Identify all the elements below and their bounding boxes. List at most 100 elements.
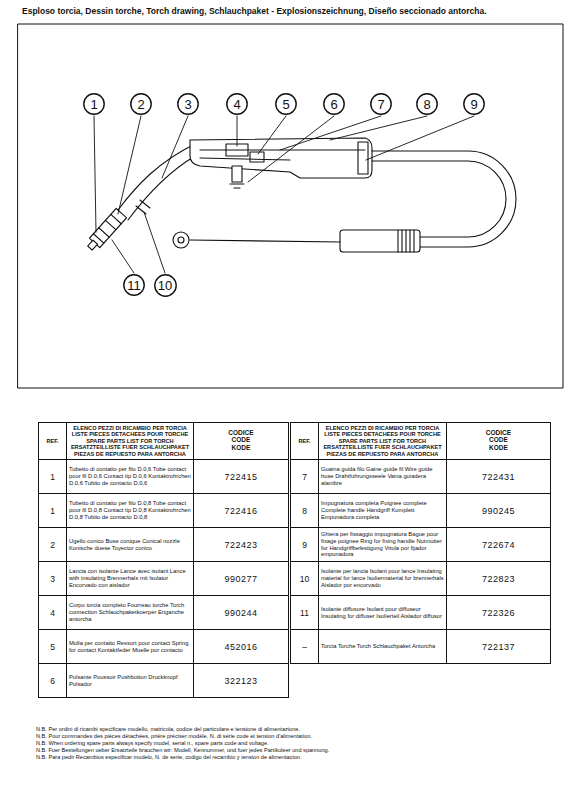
part-code: 990277 <box>196 574 286 584</box>
code-header: CODICE CODE KODE <box>482 429 516 452</box>
table-cell: – <box>291 630 319 664</box>
list-header: ELENCO PEZZI DI RICAMBIO PER TORCIA LIST… <box>69 425 191 457</box>
callout-number: 8 <box>423 98 430 111</box>
table-cell: 10 <box>291 562 319 596</box>
callout-number: 11 <box>127 279 141 292</box>
torch-neck <box>118 144 195 210</box>
pushbutton <box>232 166 242 182</box>
ref-number: 5 <box>41 642 64 652</box>
table-row: 8Impugnatura completa Poignee complete C… <box>291 494 551 528</box>
code-header: CODICE CODE KODE <box>224 429 258 452</box>
part-description: Lancia con isolante Lance avec isolant L… <box>69 568 191 588</box>
leader-lines <box>94 116 474 273</box>
order-note: N.B. When ordering spare parts always sp… <box>36 740 556 747</box>
parts-table: REF. ELENCO PEZZI DI RICAMBIO PER TORCIA … <box>290 422 551 664</box>
table-row: 7Guaina guida filo Gaine guide fil Wire … <box>291 460 551 494</box>
part-code: 722423 <box>196 540 286 550</box>
part-description: Isolante per lancia Isolant pour lance I… <box>321 568 444 588</box>
part-code: 990245 <box>449 506 548 516</box>
table-cell: 5 <box>39 630 67 664</box>
callout-circle: 5 <box>275 93 297 115</box>
part-code: 322123 <box>196 676 286 686</box>
order-note: N.B. Per ordini di ricambi specificare m… <box>36 726 556 733</box>
table-cell: ELENCO PEZZI DI RICAMBIO PER TORCIA LIST… <box>319 423 447 460</box>
table-row: 1Tubetto di contatto per filo D.0,8 Tube… <box>39 494 289 528</box>
torch-handle <box>190 138 372 178</box>
ref-number: 7 <box>293 472 316 482</box>
table-cell: Tubetto di contatto per filo D.0,8 Tube … <box>67 494 194 528</box>
table-cell: CODICE CODE KODE <box>447 423 551 460</box>
table-cell: 452016 <box>194 630 289 664</box>
callout-circle: 6 <box>323 93 345 115</box>
table-cell: 7 <box>291 460 319 494</box>
table-cell: 11 <box>291 596 319 630</box>
callout-circle: 11 <box>123 274 145 296</box>
part-description: Corpo torcia completo Fourreau torche To… <box>69 602 191 622</box>
table-row: –Torcia Torche Torch Schlauchpaket Antor… <box>291 630 551 664</box>
table-cell: Impugnatura completa Poignee complete Co… <box>319 494 447 528</box>
table-cell: ELENCO PEZZI DI RICAMBIO PER TORCIA LIST… <box>67 423 194 460</box>
part-description: Ghiera per fissaggio impugnatura Bague p… <box>321 531 444 558</box>
ref-number: 9 <box>293 540 316 550</box>
lance-insulator <box>136 200 150 214</box>
part-code: 722416 <box>196 506 286 516</box>
table-cell: Ugello conico Buse conique Conical nozzl… <box>67 528 194 562</box>
table-cell: 322123 <box>194 664 289 698</box>
order-note: N.B. Pour commandes des pièces détachées… <box>36 733 556 740</box>
callout-number: 1 <box>90 98 97 111</box>
table-cell: Tubetto di contatto per filo D.0,6 Tube … <box>67 460 194 494</box>
ref-number: 6 <box>41 676 64 686</box>
table-cell: 722823 <box>447 562 551 596</box>
table-cell: Torcia Torche Torch Schlauchpaket Antorc… <box>319 630 447 664</box>
callout-number: 3 <box>184 98 191 111</box>
cable-connector <box>340 230 420 252</box>
table-cell: 3 <box>39 562 67 596</box>
parts-table: REF.ELENCO PEZZI DI RICAMBIO PER TORCIA … <box>38 422 289 698</box>
part-code: 722137 <box>449 642 548 652</box>
table-cell: CODICE CODE KODE <box>194 423 289 460</box>
callout-number: 4 <box>233 98 240 111</box>
part-description: Isolante diffusore Isolant pour diffuseu… <box>321 606 444 620</box>
callout-number: 2 <box>137 98 144 111</box>
callout-circle: 2 <box>130 93 152 115</box>
callout-circle: 8 <box>416 93 438 115</box>
table-row: 3 Lancia con isolante Lance avec isolant … <box>39 562 289 596</box>
drawing-frame <box>18 24 563 388</box>
callout-number: 5 <box>282 98 289 111</box>
callout-circle: 4 <box>226 93 248 115</box>
table-cell: 990245 <box>447 494 551 528</box>
contact-spring <box>250 152 264 162</box>
table-cell: Isolante per lancia Isolant pour lance I… <box>319 562 447 596</box>
ref-header: REF. <box>293 438 316 444</box>
part-description: Tubetto di contatto per filo D.0,6 Tube … <box>69 466 191 486</box>
table-cell: 722431 <box>447 460 551 494</box>
connector-bands <box>398 230 414 252</box>
part-code: 722415 <box>196 472 286 482</box>
table-cell: 722326 <box>447 596 551 630</box>
part-code: 722326 <box>449 608 548 618</box>
callout-circle: 10 <box>154 274 177 297</box>
table-row: 4 Corpo torcia completo Fourreau torche T… <box>39 596 289 630</box>
callout-number: 7 <box>377 98 384 111</box>
ring-terminal <box>173 232 189 248</box>
ref-number: 10 <box>293 574 316 584</box>
table-row: 2Ugello conico Buse conique Conical nozz… <box>39 528 289 562</box>
table-cell: Pulsante Poussoir Pushbotton Druckknopf … <box>67 664 194 698</box>
table-row: 5Molla per contatto Ressort pour contact… <box>39 630 289 664</box>
table-cell: 722137 <box>447 630 551 664</box>
part-code: 722431 <box>449 472 548 482</box>
table-cell: 722415 <box>194 460 289 494</box>
table-cell: 4 <box>39 596 67 630</box>
table-cell: REF. <box>39 423 67 460</box>
list-header: ELENCO PEZZI DI RICAMBIO PER TORCIA LIST… <box>321 425 444 457</box>
order-note: N.B. Fuer Bestellungen ueber Ersatzteile… <box>36 747 556 754</box>
ref-number: 3 <box>41 574 64 584</box>
torch-neck <box>128 156 195 220</box>
ref-number: 4 <box>41 608 64 618</box>
part-description: Torcia Torche Torch Schlauchpaket Antorc… <box>321 643 444 650</box>
conical-nozzle <box>85 208 127 252</box>
part-code: 990244 <box>196 608 286 618</box>
table-cell: 8 <box>291 494 319 528</box>
table-cell: 6 <box>39 664 67 698</box>
table-cell: 990244 <box>194 596 289 630</box>
